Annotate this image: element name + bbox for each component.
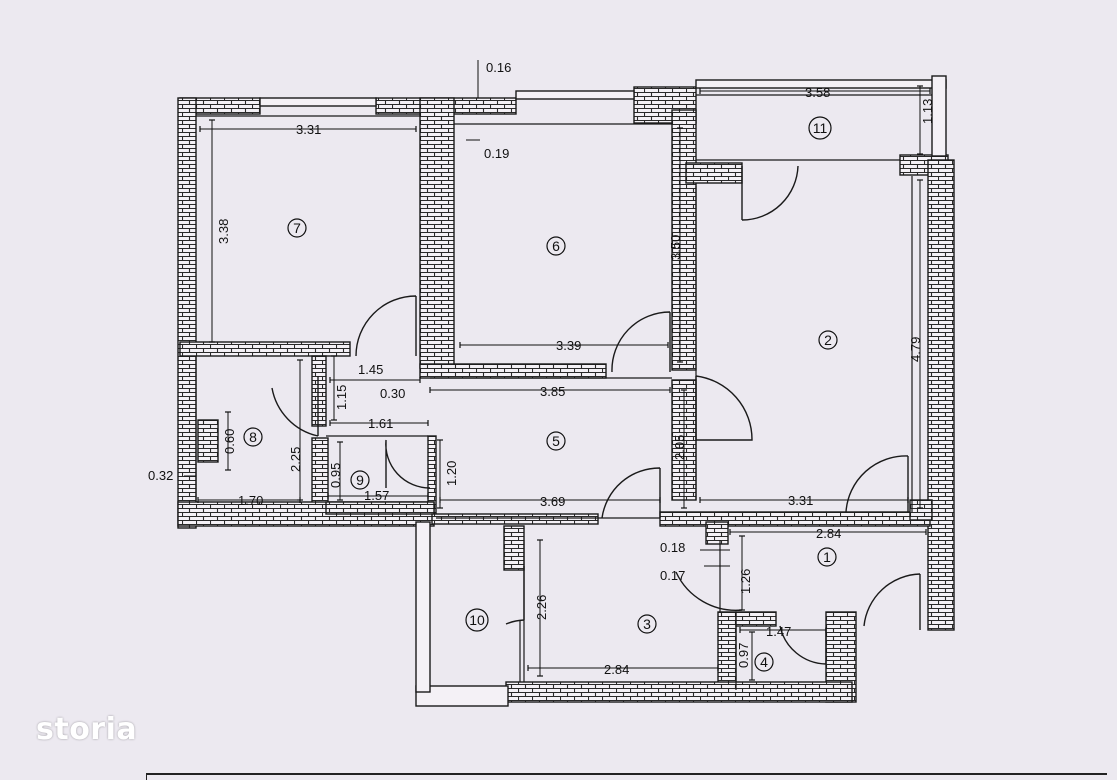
dim-0-95: 0.95 bbox=[328, 463, 343, 488]
dim-2-84-right: 2.84 bbox=[816, 526, 841, 541]
room-2-label: 2 bbox=[824, 332, 832, 348]
dim-2-25: 2.25 bbox=[288, 447, 303, 472]
dim-1-47: 1.47 bbox=[766, 624, 791, 639]
door-room-9 bbox=[385, 439, 431, 489]
dim-2-84-bottom: 2.84 bbox=[604, 662, 629, 677]
dim-0-30: 0.30 bbox=[380, 386, 405, 401]
door-room-6 bbox=[611, 311, 671, 373]
dim-0-60: 0.60 bbox=[222, 429, 237, 454]
door-room-2-bottom bbox=[845, 455, 909, 513]
dim-1-45: 1.45 bbox=[358, 362, 383, 377]
door-room-3 bbox=[505, 566, 525, 625]
room-9-label: 9 bbox=[356, 472, 364, 488]
door-room-7 bbox=[355, 295, 417, 357]
storia-watermark: storia bbox=[36, 712, 138, 747]
dim-1-61: 1.61 bbox=[368, 416, 393, 431]
dim-1-15: 1.15 bbox=[334, 385, 349, 410]
door-room-11 bbox=[741, 165, 799, 221]
dim-0-97: 0.97 bbox=[736, 643, 751, 668]
room-1-label: 1 bbox=[823, 549, 831, 565]
dim-0-18: 0.18 bbox=[660, 540, 685, 555]
dim-3-69: 3.69 bbox=[540, 494, 565, 509]
room-10-label: 10 bbox=[469, 612, 485, 628]
dim-3-31-mid: 3.31 bbox=[788, 493, 813, 508]
dim-0-19: 0.19 bbox=[484, 146, 509, 161]
dim-3-31-top: 3.31 bbox=[296, 122, 321, 137]
dim-3-50: 3.50 bbox=[668, 235, 683, 260]
dim-1-70: 1.70 bbox=[238, 493, 263, 508]
room-4-label: 4 bbox=[760, 654, 768, 670]
dim-3-38: 3.38 bbox=[216, 219, 231, 244]
door-hall-1 bbox=[675, 571, 743, 611]
dimension-lines bbox=[184, 60, 931, 681]
room-8-label: 8 bbox=[249, 429, 257, 445]
dimension-labels: 0.16 3.58 1.13 3.31 0.19 3.38 3.50 4.79 … bbox=[148, 60, 935, 677]
dim-1-20: 1.20 bbox=[444, 461, 459, 486]
dim-3-39: 3.39 bbox=[556, 338, 581, 353]
room-11-label: 11 bbox=[813, 120, 828, 136]
dim-3-58: 3.58 bbox=[805, 85, 830, 100]
bottom-table-edge bbox=[146, 773, 1107, 780]
dim-1-26: 1.26 bbox=[738, 569, 753, 594]
dim-0-32: 0.32 bbox=[148, 468, 173, 483]
door-room-5-bottom bbox=[601, 467, 661, 519]
room-5-label: 5 bbox=[552, 433, 560, 449]
dim-2-05: 2.05 bbox=[672, 435, 687, 460]
room-3-label: 3 bbox=[643, 616, 651, 632]
dim-4-79: 4.79 bbox=[908, 337, 923, 362]
door-room-2 bbox=[695, 375, 753, 441]
door-entry bbox=[863, 573, 921, 630]
dim-0-16: 0.16 bbox=[486, 60, 511, 75]
dim-0-17: 0.17 bbox=[660, 568, 685, 583]
room-numbers bbox=[243, 116, 838, 672]
room-7-label: 7 bbox=[293, 220, 301, 236]
room-number-labels: 1 2 3 4 5 6 7 8 9 10 11 bbox=[249, 120, 832, 670]
inner-lines bbox=[195, 94, 932, 690]
walls bbox=[177, 75, 955, 707]
dim-3-85: 3.85 bbox=[540, 384, 565, 399]
door-room-8 bbox=[271, 376, 319, 437]
dim-1-57: 1.57 bbox=[364, 488, 389, 503]
room-6-label: 6 bbox=[552, 238, 560, 254]
doors bbox=[271, 165, 921, 665]
dim-2-26: 2.26 bbox=[534, 595, 549, 620]
dim-1-13: 1.13 bbox=[920, 99, 935, 124]
